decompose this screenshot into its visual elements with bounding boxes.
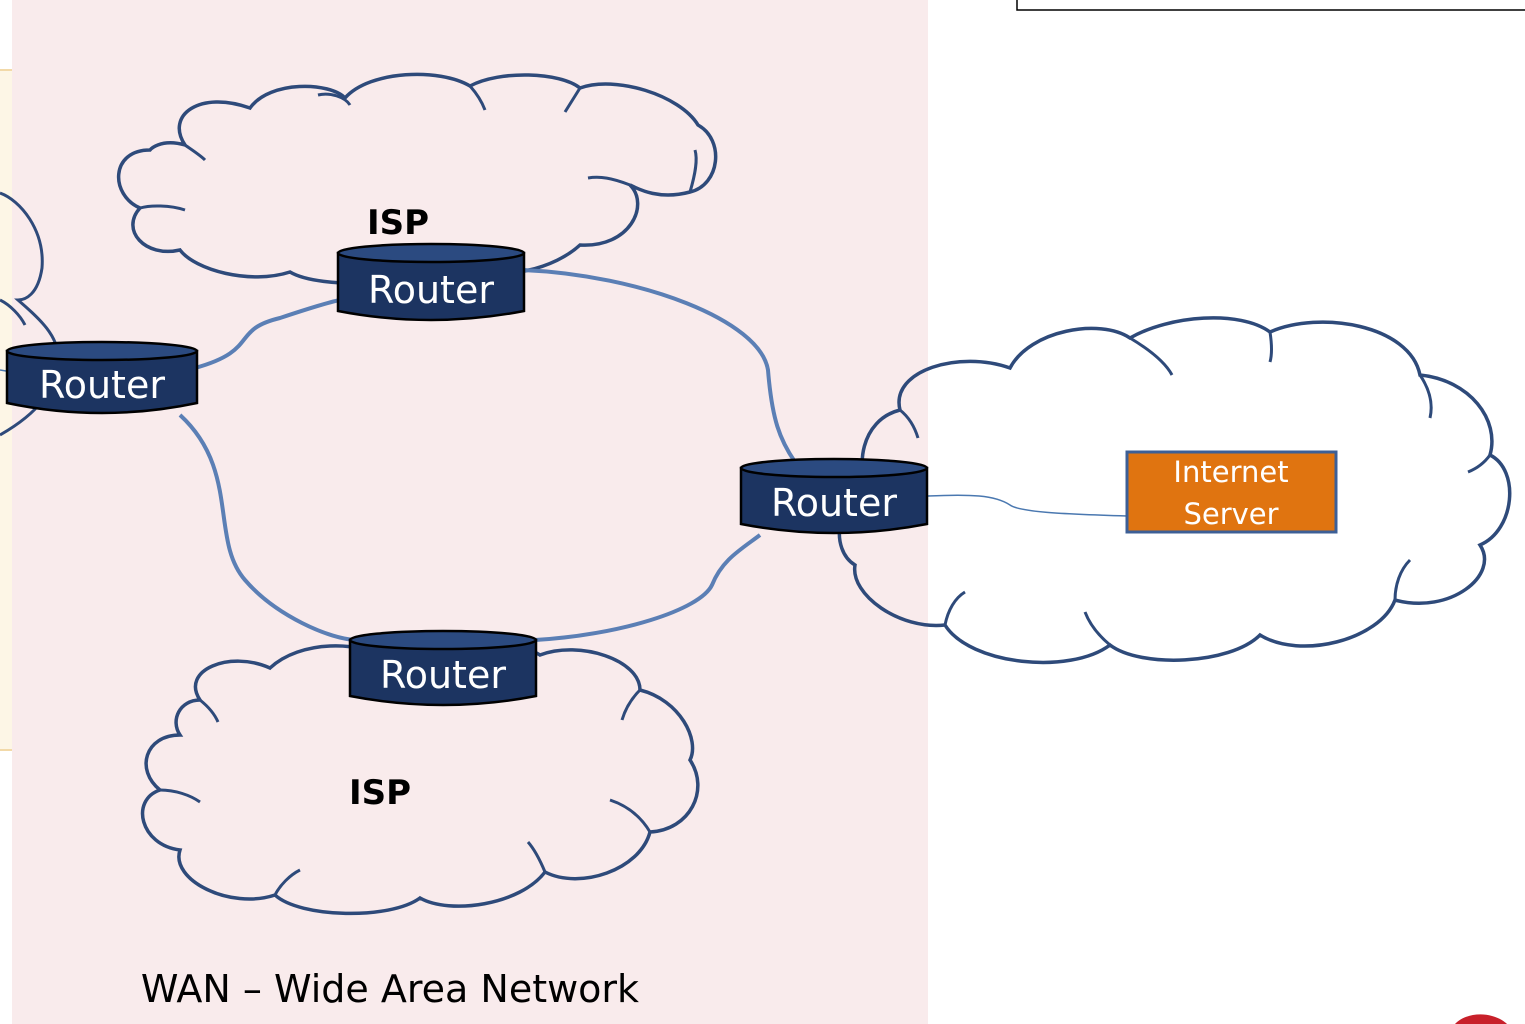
link-bottom-right — [534, 533, 762, 642]
wan-caption: WAN – Wide Area Network — [141, 967, 639, 1011]
router-left-label: Router — [39, 363, 165, 407]
link-router-server — [927, 494, 1128, 517]
isp-label-bottom: ISP — [349, 773, 411, 813]
top-isp-cloud — [116, 72, 718, 286]
left-cloud-inner — [0, 298, 27, 326]
logo-fragment — [1455, 1014, 1507, 1024]
router-bottom[interactable]: Router — [348, 629, 538, 707]
link-top-right — [522, 268, 797, 464]
isp-label-top: ISP — [367, 203, 429, 243]
router-links — [178, 268, 797, 642]
top-right-box-edge — [1016, 0, 1525, 11]
link-left-bottom — [178, 413, 359, 642]
router-left[interactable]: Router — [5, 340, 199, 415]
internet-server[interactable]: Internet Server — [1125, 450, 1338, 534]
router-bottom-label: Router — [380, 653, 506, 697]
link-left-top — [194, 298, 341, 370]
router-right[interactable]: Router — [739, 457, 929, 535]
router-right-label: Router — [771, 481, 897, 525]
router-top[interactable]: Router — [336, 242, 526, 322]
router-top-label: Router — [368, 268, 494, 312]
server-label-line1: Internet — [1173, 455, 1288, 489]
server-label-line2: Server — [1183, 497, 1278, 531]
